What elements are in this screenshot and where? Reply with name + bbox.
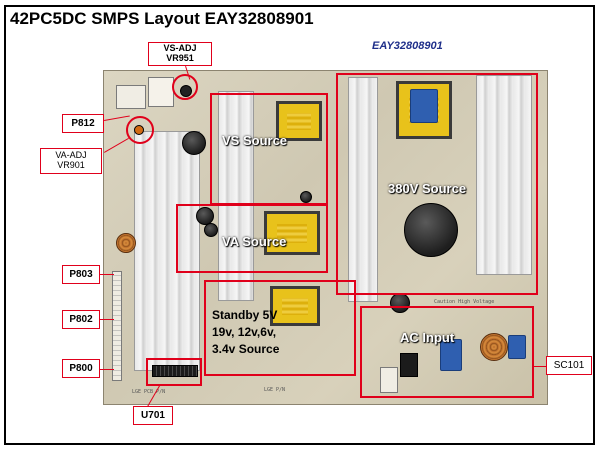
ac-connector [380,367,398,393]
p802-callout: P802 [62,310,100,329]
vs-adj-text: VS-ADJ [163,43,197,54]
board-part-number: EAY32808901 [372,40,443,52]
ac-input-label: AC Input [400,330,455,345]
p800-callout: P800 [62,359,100,378]
leader-line [534,366,546,367]
capacitor [182,131,206,155]
page-title: 42PC5DC SMPS Layout EAY32808901 [10,9,314,28]
coil [116,233,136,253]
vr901-highlight [126,116,154,144]
right-heatsink [348,77,378,302]
p812-callout: P812 [62,114,104,133]
capacitor [204,223,218,237]
u701-callout: U701 [133,406,173,425]
380v-source-region [336,73,538,295]
sc101-callout: SC101 [546,356,592,375]
vs-transformer [276,101,322,141]
main-bulk-capacitor [404,203,458,257]
pcb-board-image: LGE PCB P/N LGE P/N Caution High Voltage [103,70,548,405]
standby-source-label: Standby 5V 19v, 12v,6v, 3.4v Source [212,307,279,358]
standby-transformer [270,286,320,326]
standby-line-3: 3.4v Source [212,342,280,356]
va-adj-text: VA-ADJ [55,150,87,161]
vr951-text: VR951 [166,53,194,63]
connector-block [148,77,174,107]
standby-line-1: Standby 5V [212,308,278,322]
left-heatsink [134,131,200,371]
vr901-text: VR901 [57,160,85,170]
va-source-region [176,204,328,273]
standby-source-region [204,280,356,376]
silkscreen-text: LGE PCB P/N [132,389,166,395]
blue-tape [410,89,438,123]
middle-heatsink [218,91,254,301]
leader-line [100,369,114,370]
ac-input-region [360,306,534,398]
relay [400,353,418,377]
pin-header [112,271,122,381]
vs-source-region [210,93,328,205]
u701-connector [152,365,198,377]
p803-callout: P803 [62,265,100,284]
u701-highlight [146,358,202,386]
ac-coil [480,333,508,361]
va-adj-callout: VA-ADJ VR901 [40,148,102,174]
standby-line-2: 19v, 12v,6v, [212,325,277,339]
380v-source-label: 380V Source [388,181,467,196]
x-capacitor [508,335,526,359]
vs-adj-callout: VS-ADJ VR951 [148,42,212,66]
leader-line [100,319,114,320]
x-capacitor [440,339,462,371]
silkscreen-text: LGE P/N [264,387,286,393]
vr951-highlight [172,74,198,100]
va-transformer [264,211,320,255]
capacitor [300,191,312,203]
far-right-heatsink [476,75,532,275]
connector-block [116,85,146,109]
leader-line [100,274,114,275]
vs-source-label: VS Source [222,133,288,148]
silkscreen-text: Caution High Voltage [434,299,495,305]
va-source-label: VA Source [222,234,287,249]
